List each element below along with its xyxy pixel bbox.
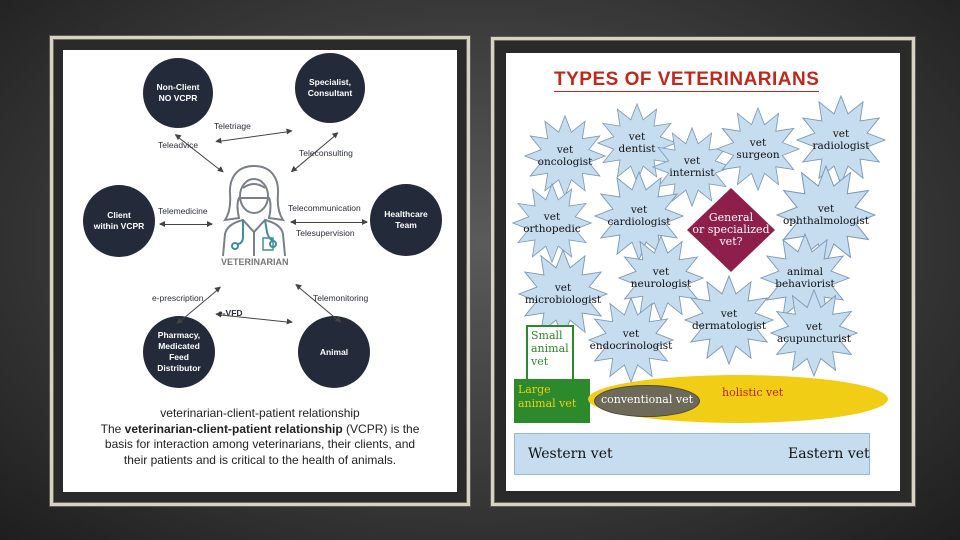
label-teleconsulting: Teleconsulting: [299, 148, 353, 158]
diamond-shape: [687, 188, 775, 272]
star-animal-behaviorist: animal behaviorist: [760, 233, 850, 323]
large-animal-box: Large animal vet: [514, 379, 590, 423]
diamond-general-or-specialized: General or specialized vet?: [686, 187, 776, 273]
vet-types-panel: TYPES OF VETERINARIANS vet oncologist ve…: [506, 53, 900, 491]
star-label: vet radiologist: [812, 128, 870, 152]
caption-line-4: their patients and is critical to the he…: [123, 452, 397, 467]
star-label: vet cardiologist: [607, 204, 671, 228]
conventional-ellipse: [594, 385, 700, 417]
star-label: vet surgeon: [736, 137, 780, 161]
small-animal-label: Small animal vet: [531, 329, 569, 368]
star-vet-microbiologist: vet microbiologist: [518, 249, 608, 339]
arrow-telemedicine: [159, 220, 213, 228]
right-slide-frame: TYPES OF VETERINARIANS vet oncologist ve…: [491, 37, 915, 506]
western-eastern-bar: [514, 433, 870, 475]
node-specialist: Specialist, Consultant: [295, 53, 365, 123]
node-healthcare-team: Healthcare Team: [370, 184, 442, 256]
small-animal-box: Small animal vet: [526, 325, 574, 381]
arrow-telecommunication: [290, 218, 368, 226]
star-vet-acupuncturist: vet acupuncturist: [770, 289, 858, 377]
star-shape: [684, 275, 774, 365]
conventional-label: conventional vet: [600, 393, 694, 406]
star-vet-surgeon: vet surgeon: [716, 107, 800, 191]
star-label: vet dermatologist: [691, 308, 767, 332]
star-label: vet internist: [669, 155, 715, 179]
label-teleadvice: Teleadvice: [158, 140, 199, 150]
star-label: vet ophthalmologist: [782, 203, 870, 227]
caption-line-2: The veterinarian-client-patient relation…: [63, 422, 457, 438]
star-label: vet dentist: [618, 131, 656, 155]
node-pharmacy: Pharmacy, Medicated Feed Distributor: [143, 316, 215, 388]
caption-line-3: basis for interaction among veterinarian…: [104, 437, 416, 452]
large-animal-label: Large animal vet: [518, 383, 577, 410]
left-slide-frame: Non-Client NO VCPR Specialist, Consultan…: [50, 36, 470, 506]
caption-line-2-post: (VCPR) is the: [342, 421, 420, 436]
node-non-client: Non-Client NO VCPR: [143, 58, 213, 128]
star-label: vet endocrinologist: [589, 328, 673, 352]
label-evfd: e-VFD: [218, 308, 243, 318]
star-label: vet oncologist: [537, 144, 593, 168]
vet-types-title: TYPES OF VETERINARIANS: [554, 69, 820, 92]
star-vet-dermatologist: vet dermatologist: [684, 275, 774, 365]
caption-line-1: veterinarian-client-patient relationship: [160, 406, 360, 420]
label-telemedicine: Telemedicine: [158, 206, 208, 216]
caption-line-2-pre: The: [100, 421, 125, 436]
label-telesupervision: Telesupervision: [296, 228, 355, 238]
star-label: vet acupuncturist: [777, 321, 851, 345]
star-shape: [770, 289, 858, 377]
holistic-label: holistic vet: [722, 386, 784, 399]
star-label: vet microbiologist: [524, 282, 602, 306]
node-client-within-vcpr: Client within VCPR: [83, 185, 155, 257]
star-vet-endocrinologist: vet endocrinologist: [588, 297, 674, 383]
label-telecommunication: Telecommunication: [288, 203, 361, 213]
star-shape: [512, 183, 592, 263]
caption-line-2-bold: veterinarian-client-patient relationship: [124, 421, 343, 436]
diamond-label: General or specialized vet?: [692, 211, 770, 248]
star-vet-oncologist: vet oncologist: [524, 115, 606, 197]
eastern-vet-label: Eastern vet: [788, 446, 870, 462]
star-label: vet neurologist: [630, 266, 692, 290]
star-vet-ophthalmologist: vet ophthalmologist: [776, 165, 876, 265]
vcpr-caption: veterinarian-client-patient relationship…: [63, 406, 457, 468]
veterinarian-figure-icon: [222, 164, 286, 257]
label-teletriage: Teletriage: [214, 121, 251, 131]
label-eprescription: e-prescription: [152, 293, 204, 303]
arrow-telemonitoring: [295, 284, 341, 323]
star-vet-orthopedic: vet orthopedic: [512, 183, 592, 263]
western-vet-label: Western vet: [528, 446, 613, 462]
arrow-teletriage: [216, 130, 292, 143]
star-shape: [716, 107, 800, 191]
node-animal: Animal: [298, 316, 370, 388]
label-telemonitoring: Telemonitoring: [313, 293, 369, 303]
vcpr-diagram-panel: Non-Client NO VCPR Specialist, Consultan…: [63, 50, 457, 492]
star-label: vet orthopedic: [523, 211, 581, 235]
star-label: animal behaviorist: [775, 266, 835, 290]
star-vet-dentist: vet dentist: [597, 103, 677, 183]
veterinarian-label: VETERINARIAN: [221, 257, 289, 267]
